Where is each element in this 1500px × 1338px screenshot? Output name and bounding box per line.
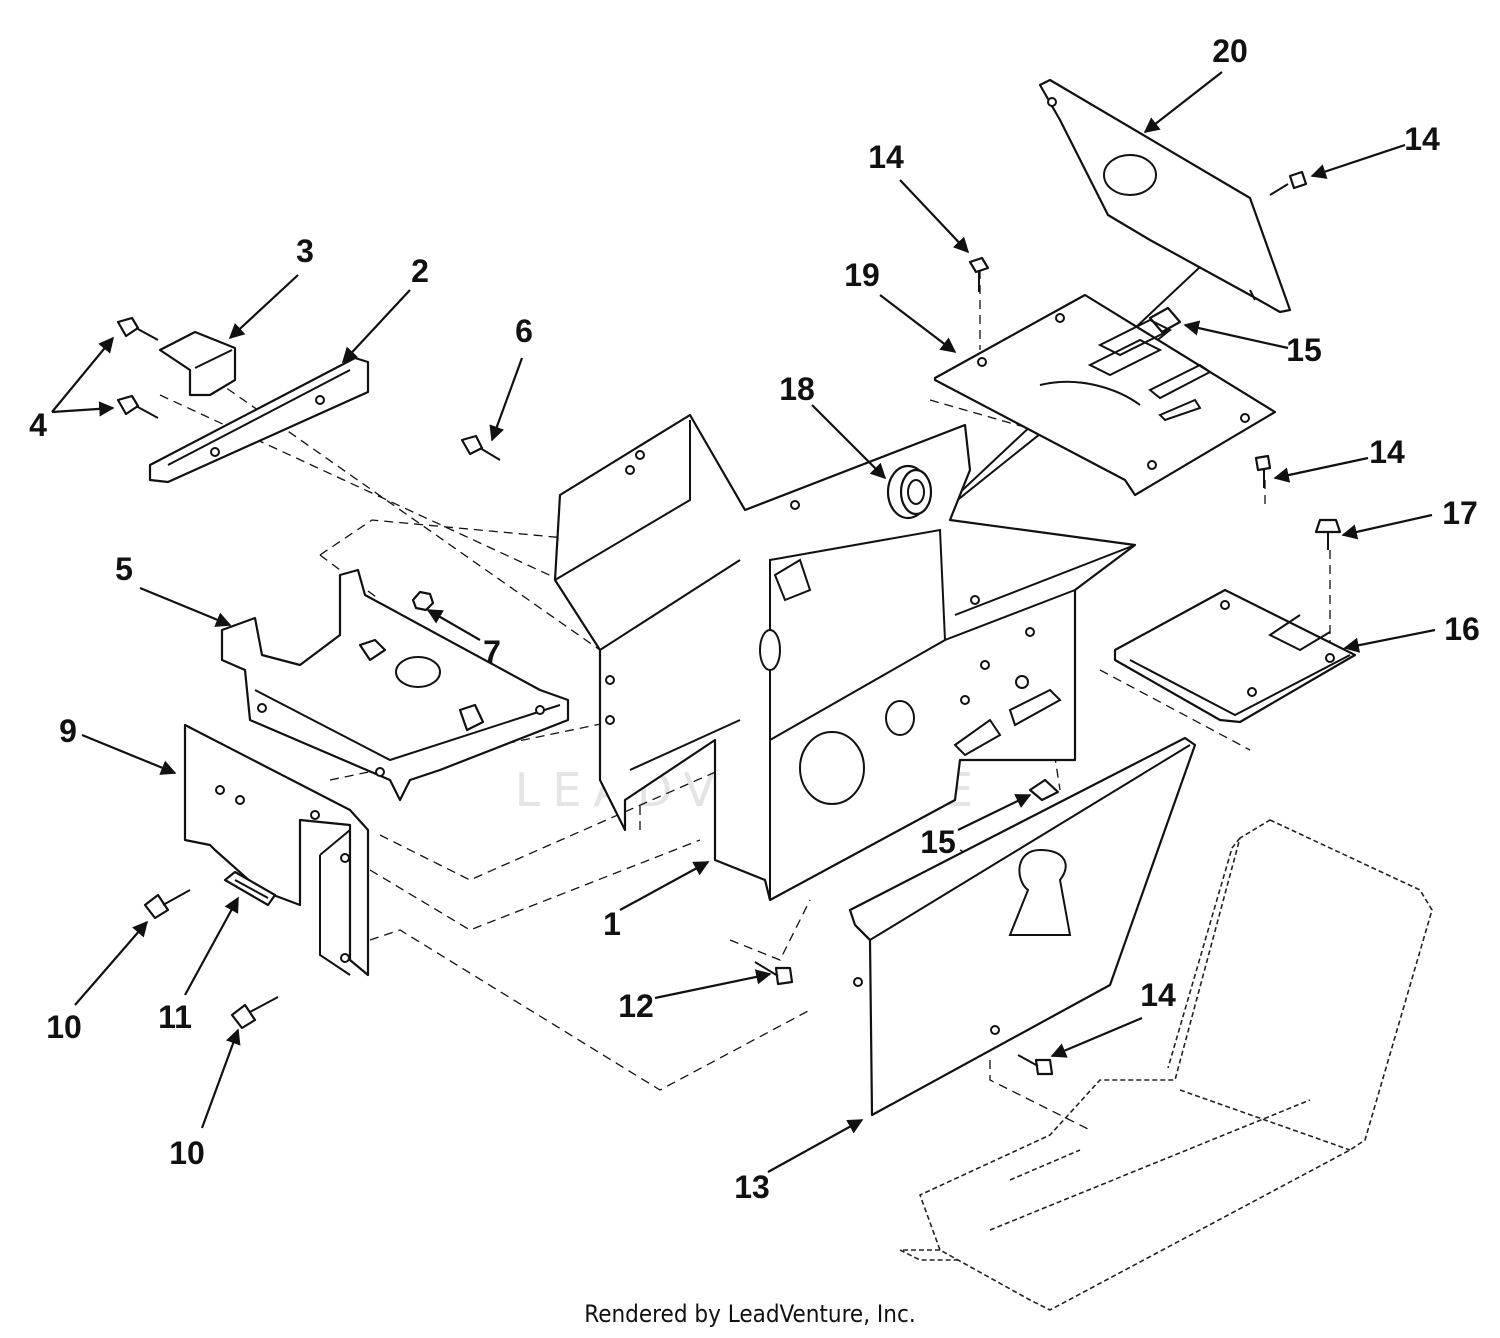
callout-7: 7 [483,634,501,670]
callout-5: 5 [115,551,133,587]
callout-14-bottom: 14 [1140,977,1176,1013]
callout-10-upper: 10 [46,1009,82,1045]
screw-14-bottom [1017,1054,1054,1076]
callout-13: 13 [734,1169,770,1205]
screw-14-top [968,256,990,292]
part-top-plate [933,293,1277,497]
part-angle-bracket [148,356,370,484]
fasteners [116,170,1342,1076]
credit-footer: Rendered by LeadVenture, Inc. [584,1300,916,1328]
leader-lines [51,71,1436,1173]
callout-12: 12 [618,988,654,1024]
callout-3: 3 [296,233,314,269]
clip-15-lower [1028,778,1060,802]
bolt-12 [754,961,794,986]
callout-15-lower: 15 [920,824,956,860]
callout-18: 18 [779,371,815,407]
screw-14-topright [1269,170,1308,196]
bolt-10-upper [143,889,191,920]
callout-14-topright: 14 [1404,121,1440,157]
callout-11: 11 [158,999,192,1035]
part-side-bracket [183,723,370,977]
part-nut [411,590,435,612]
part-main-frame [553,413,1137,902]
callout-6: 6 [515,313,533,349]
callout-20: 20 [1212,33,1248,69]
part-mounting-plate [220,568,570,802]
callout-1: 1 [603,906,621,942]
bolt-4-upper [116,316,159,341]
callout-15-upper: 15 [1286,332,1322,368]
callout-labels: 1 2 3 4 5 6 7 9 10 11 10 12 13 14 14 14 … [29,33,1480,1205]
callout-19: 19 [844,257,880,293]
callout-2: 2 [411,253,429,289]
callout-4: 4 [29,407,47,443]
part-small-plate [1113,588,1357,724]
part-cover-plate [1038,78,1292,314]
callout-14-mid: 14 [1369,434,1405,470]
part-guard-ghost [899,819,1433,1311]
screw-14-mid [1254,454,1272,488]
part-knob [886,464,933,520]
bolt-10-lower [230,996,279,1030]
callout-14-top: 14 [868,139,904,175]
callout-10-lower: 10 [169,1135,205,1171]
part-clip [158,330,237,397]
bolt-17 [1314,518,1342,550]
bolt-6 [460,434,501,461]
callout-17: 17 [1442,495,1478,531]
pin-11 [223,870,277,907]
callout-9: 9 [59,713,77,749]
bolt-4-lower [116,394,159,419]
callout-16: 16 [1444,611,1480,647]
part-side-panel [848,736,1197,1117]
clip-15-upper [1148,306,1182,334]
